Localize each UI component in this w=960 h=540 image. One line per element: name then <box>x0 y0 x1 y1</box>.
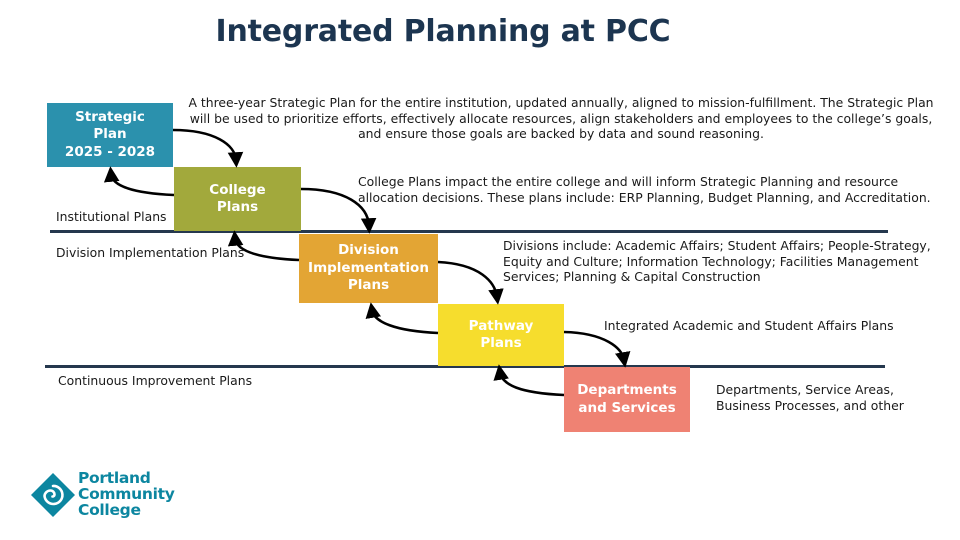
division-implementation-plans-box: Division Implementation Plans <box>299 234 438 303</box>
strategic-plan-box: Strategic Plan 2025 - 2028 <box>47 103 173 167</box>
departments-description: Departments, Service Areas, Business Pro… <box>716 382 904 413</box>
arrow-division-to-pathway <box>437 260 504 305</box>
lane-label-institutional: Institutional Plans <box>56 209 167 224</box>
pathway-plans-box: Pathway Plans <box>438 304 564 366</box>
arrow-division-to-college <box>227 230 300 262</box>
pcc-logo-text: Portland Community College <box>78 469 175 519</box>
arrow-departments-to-pathway <box>493 364 565 397</box>
lane-divider-continuous <box>45 365 885 368</box>
arrow-college-to-strategic <box>103 166 175 197</box>
strategic-plan-description: A three-year Strategic Plan for the enti… <box>188 95 934 141</box>
division-plans-description: Divisions include: Academic Affairs; Stu… <box>503 238 931 284</box>
lane-label-continuous: Continuous Improvement Plans <box>58 373 253 388</box>
page-title: Integrated Planning at PCC <box>215 14 671 49</box>
pcc-logo: Portland Community College <box>30 470 200 526</box>
arrow-pathway-to-division <box>365 302 439 335</box>
college-plans-box: College Plans <box>174 167 301 231</box>
arrow-pathway-to-departments <box>563 330 631 368</box>
lane-divider-institutional <box>50 230 888 233</box>
pathway-plans-description: Integrated Academic and Student Affairs … <box>604 318 894 333</box>
lane-label-division: Division Implementation Plans <box>56 245 245 260</box>
departments-and-services-box: Departments and Services <box>564 367 690 432</box>
pcc-spiral-diamond-icon <box>31 473 75 517</box>
college-plans-description: College Plans impact the entire college … <box>358 174 931 205</box>
